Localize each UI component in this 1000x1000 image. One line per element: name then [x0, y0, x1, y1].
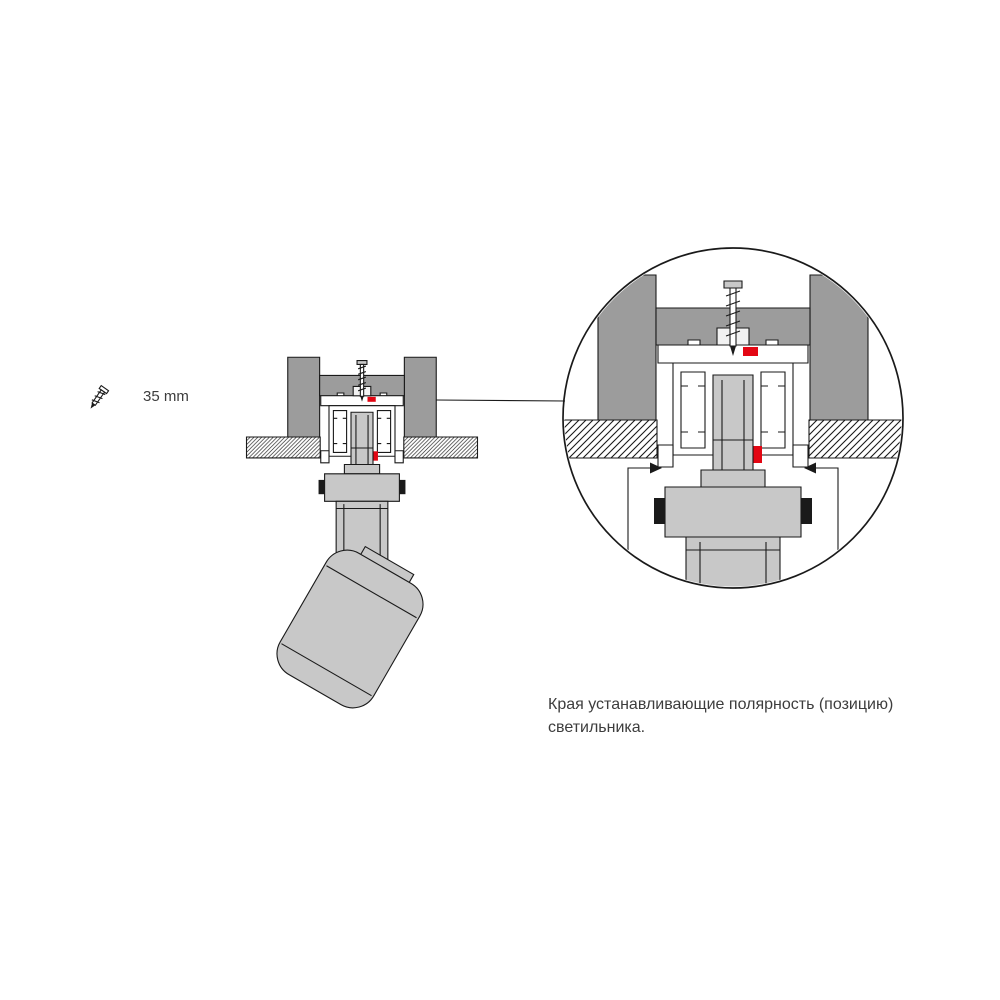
detail-view [564, 274, 902, 587]
screw-icon-tip [90, 402, 96, 409]
spotlight-cylinder [268, 541, 432, 716]
spotlight-cap-line-top [326, 566, 416, 618]
spotlight-head [268, 534, 436, 717]
screw-icon-threads [92, 390, 105, 404]
spotlight-cap-line-bottom [281, 644, 371, 696]
polarity-pointers [628, 462, 838, 557]
screw-length-label: 35 mm [143, 388, 189, 405]
polarity-caption-line1: Края устанавливающие полярность (позицию… [548, 696, 894, 713]
polarity-caption-line2: светильника. [548, 719, 646, 736]
main-cross-section-view [246, 356, 478, 563]
polarity-caption: Края устанавливающие полярность (позицию… [548, 693, 938, 739]
pointer-right-line [816, 468, 838, 556]
detail-circle-outline [563, 248, 903, 588]
detail-cross-section-view [564, 274, 902, 587]
screw-icon [90, 386, 109, 409]
arrow-left-icon [650, 462, 662, 474]
arrow-right-icon [804, 462, 816, 474]
detail-connector-line [436, 400, 565, 401]
pointer-left-line [628, 468, 650, 556]
